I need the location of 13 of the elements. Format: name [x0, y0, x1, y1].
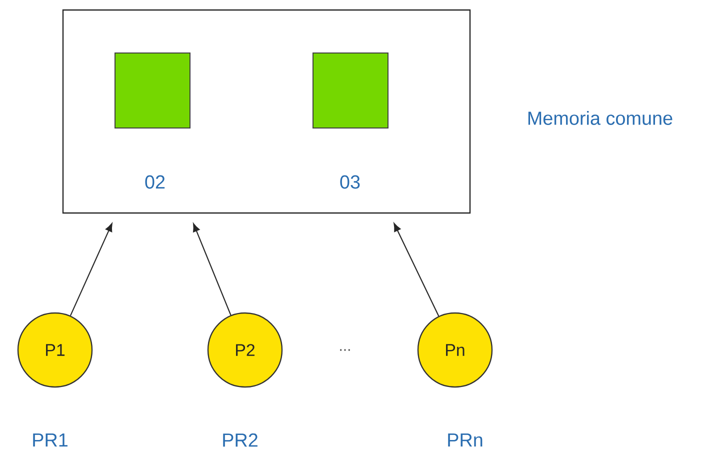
node-caption: PR2	[223, 433, 258, 447]
memory-cell	[312, 52, 388, 128]
memory-box	[62, 9, 471, 214]
memory-cell	[114, 52, 190, 128]
ellipsis: ...	[340, 349, 350, 351]
node-caption: PR1	[33, 433, 68, 446]
node-caption: 03	[340, 175, 360, 189]
arrow	[70, 223, 112, 316]
node-caption: 02	[145, 175, 165, 189]
node-caption: PRn	[448, 433, 482, 446]
arrow	[394, 223, 440, 316]
node-caption: Memoria comune	[528, 111, 672, 125]
arrow	[193, 223, 232, 316]
